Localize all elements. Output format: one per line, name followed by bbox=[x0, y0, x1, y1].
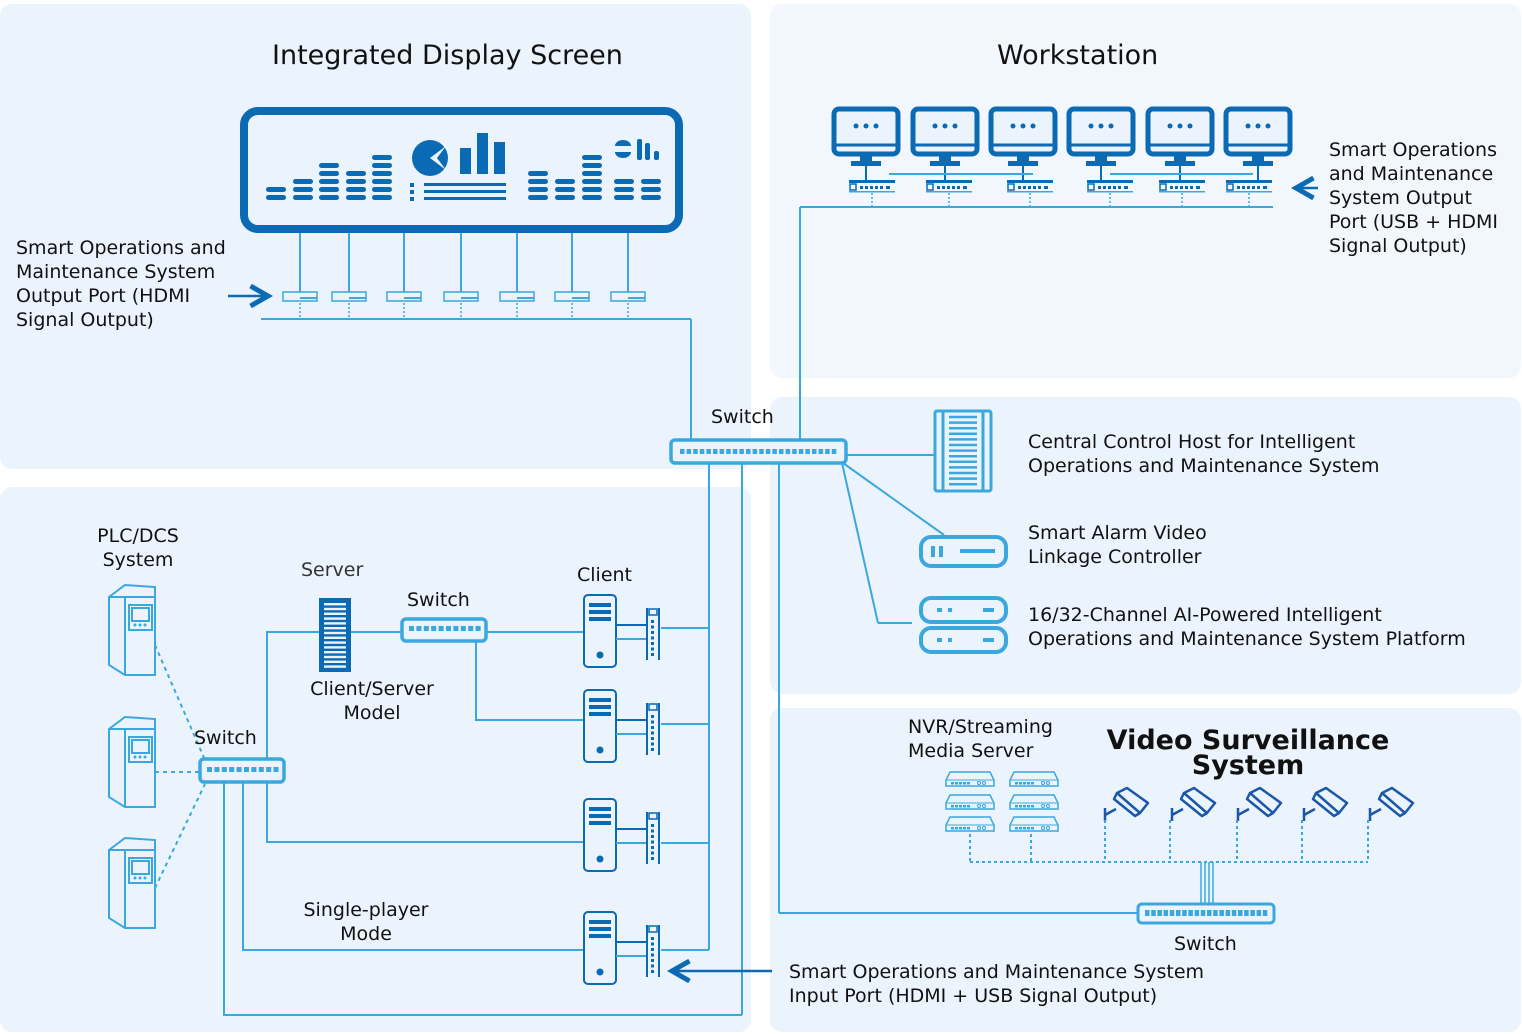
nvr-label: NVR/Streaming Media Server bbox=[908, 716, 1053, 762]
plc-cabinet-row bbox=[108, 583, 156, 929]
plc-cabinet-icon bbox=[108, 836, 156, 929]
platform-box-icon bbox=[919, 596, 1008, 654]
monitor-icon bbox=[910, 106, 980, 182]
cctv-camera-icon bbox=[1302, 786, 1349, 821]
nvr-icon bbox=[1009, 794, 1059, 810]
cctv-camera-icon bbox=[1236, 786, 1283, 821]
hdmi-port-icon bbox=[499, 291, 535, 317]
video-panel bbox=[770, 708, 1521, 1032]
usb-hdmi-port-icon bbox=[1159, 180, 1205, 206]
hdmi-port-icon bbox=[386, 291, 422, 317]
video-switch-label: Switch bbox=[1174, 933, 1237, 955]
usb-hdmi-port-icon bbox=[1007, 180, 1053, 206]
workstation-title: Workstation bbox=[997, 40, 1159, 71]
hdmi-port-icon bbox=[331, 291, 367, 317]
nvr-icon bbox=[945, 771, 995, 787]
cctv-camera-icon bbox=[1368, 786, 1415, 821]
nvr-icon bbox=[945, 794, 995, 810]
monitor-icon bbox=[1223, 106, 1293, 182]
inner-switch-icon bbox=[400, 617, 488, 643]
usb-hdmi-port-icon bbox=[926, 180, 972, 206]
core-switch-icon bbox=[669, 438, 848, 465]
hdmi-port-icon bbox=[610, 291, 646, 317]
display-output-label: Smart Operations and Maintenance System … bbox=[16, 237, 226, 331]
client-pc-icon bbox=[583, 689, 660, 763]
plant-switch-label: Switch bbox=[194, 727, 257, 749]
core-panel bbox=[770, 397, 1521, 694]
server-label: Server bbox=[301, 559, 364, 581]
display-panel bbox=[0, 4, 751, 469]
central-host-label: Central Control Host for Intelligent Ope… bbox=[1028, 431, 1380, 477]
display-port-lines bbox=[261, 233, 692, 440]
plc-cabinet-icon bbox=[108, 583, 156, 676]
cs-model-label: Client/Server Model bbox=[310, 678, 434, 724]
monitor-row bbox=[831, 106, 1293, 206]
monitor-icon bbox=[1066, 106, 1136, 182]
client-pc-icon bbox=[583, 798, 660, 872]
inner-switch-label: Switch bbox=[407, 589, 470, 611]
display-title: Integrated Display Screen bbox=[272, 40, 623, 71]
plant-switch-icon bbox=[198, 757, 286, 784]
usb-hdmi-port-icon bbox=[1226, 180, 1272, 206]
cctv-camera-icon bbox=[1103, 786, 1150, 821]
hdmi-port-icon bbox=[282, 291, 318, 317]
controller-box-icon bbox=[919, 535, 1008, 568]
ai-platform-label: 16/32-Channel AI-Powered Intelligent Ope… bbox=[1028, 604, 1466, 650]
client-pc-icon bbox=[583, 911, 660, 985]
monitor-icon bbox=[1145, 106, 1215, 182]
camera-row bbox=[1103, 786, 1415, 821]
usb-hdmi-port-icon bbox=[1087, 180, 1133, 206]
monitor-icon bbox=[831, 106, 901, 182]
input-port-label: Smart Operations and Maintenance System … bbox=[789, 961, 1205, 1007]
client-pc-icon bbox=[583, 594, 660, 668]
core-switch-label: Switch bbox=[711, 406, 774, 428]
cctv-camera-icon bbox=[1170, 786, 1217, 821]
hdmi-port-icon bbox=[554, 291, 590, 317]
client-label: Client bbox=[577, 564, 633, 586]
nvr-stack bbox=[945, 771, 1059, 832]
plc-label: PLC/DCS System bbox=[97, 525, 179, 571]
usb-hdmi-port-icon bbox=[849, 180, 895, 206]
nvr-icon bbox=[1009, 771, 1059, 787]
workstation-output-label: Smart Operations and Maintenance System … bbox=[1329, 139, 1499, 257]
workstation-panel bbox=[770, 4, 1521, 378]
alarm-controller-label: Smart Alarm Video Linkage Controller bbox=[1028, 522, 1207, 568]
nvr-icon bbox=[945, 816, 995, 832]
server-icon bbox=[319, 598, 351, 672]
dashboard-screen-icon bbox=[240, 107, 683, 233]
video-switch-icon bbox=[1136, 902, 1276, 925]
server-rack-icon bbox=[933, 409, 993, 493]
hdmi-port-row bbox=[282, 291, 646, 317]
client-pc-row bbox=[583, 594, 660, 985]
plc-cabinet-icon bbox=[108, 715, 156, 808]
nvr-icon bbox=[1009, 816, 1059, 832]
single-mode-label: Single-player Mode bbox=[303, 899, 429, 945]
video-title: Video Surveillance System bbox=[1106, 725, 1390, 781]
hdmi-port-icon bbox=[443, 291, 479, 317]
monitor-icon bbox=[988, 106, 1058, 182]
